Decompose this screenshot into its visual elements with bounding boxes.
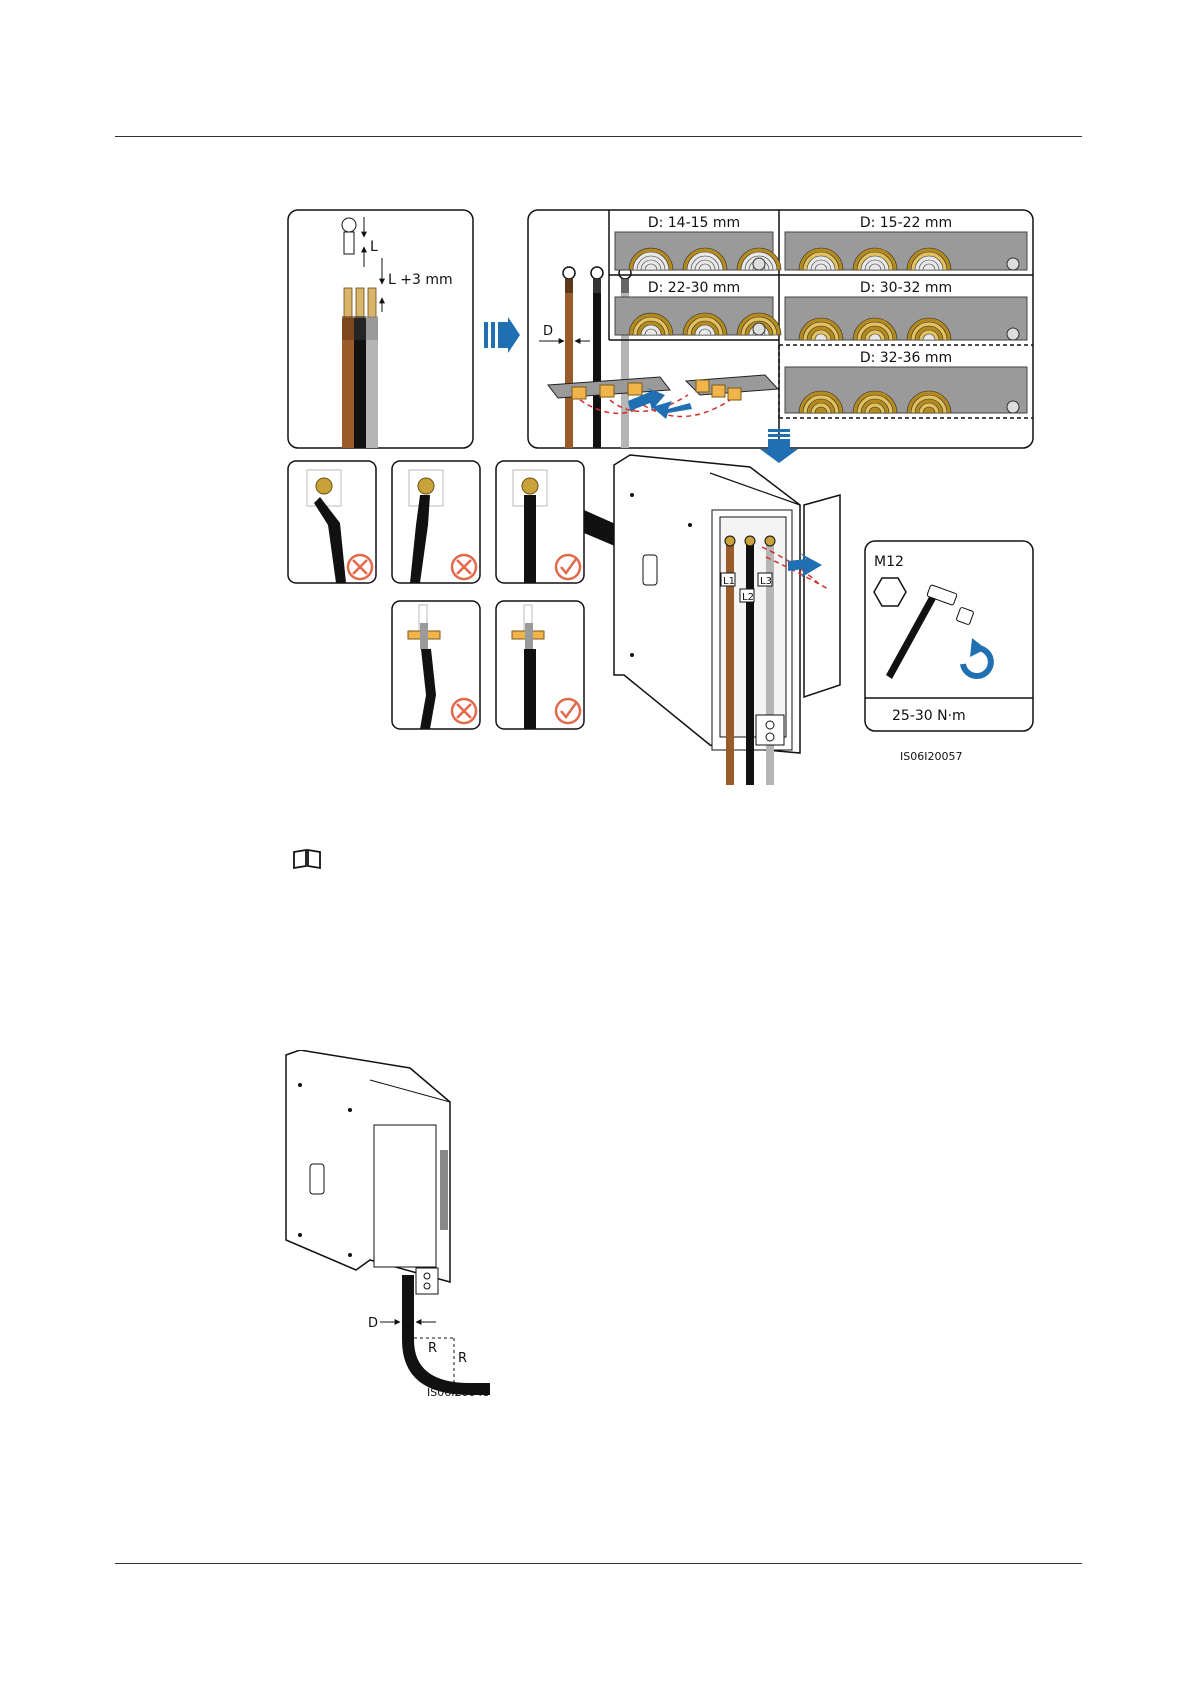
diameter-option-label: D: 30-32 mm xyxy=(860,280,952,296)
bolt-check-panel-2 xyxy=(496,601,584,729)
footer-rule xyxy=(115,1563,1082,1564)
small-cable-hole xyxy=(753,323,765,335)
lug-check-panel-2 xyxy=(392,461,480,583)
figure-code: IS06I20057 xyxy=(900,750,962,763)
hex-nut-icon xyxy=(874,578,906,606)
bend-radius-label-2: R xyxy=(458,1351,467,1366)
small-cable-hole xyxy=(1007,258,1019,270)
torque-label: 25-30 N·m xyxy=(892,708,966,724)
lug-length-label: L xyxy=(370,239,378,255)
figure-code: IS06I20048 xyxy=(427,1386,489,1399)
bend-radius-label: R xyxy=(428,1341,437,1356)
phase-label-l2: L2 xyxy=(742,592,754,603)
diameter-option-label: D: 14-15 mm xyxy=(648,215,740,231)
cable-diameter-label: D xyxy=(368,1316,378,1331)
lug-check-panel-1 xyxy=(288,461,376,583)
bolt-size-label: M12 xyxy=(874,554,904,570)
phase-label-l1: L1 xyxy=(723,576,735,587)
diameter-option-label: D: 15-22 mm xyxy=(860,215,952,231)
cable-installation-figure: L L +3 mm xyxy=(280,205,1040,785)
small-cable-hole xyxy=(753,258,765,270)
small-cable-hole xyxy=(1007,401,1019,413)
inverter-closed xyxy=(286,1050,450,1294)
inverter-open-wiring-box: L1 L2 L3 xyxy=(614,455,840,785)
lug-check-panel-3 xyxy=(496,461,584,583)
strip-length-label: L +3 mm xyxy=(388,272,453,288)
phase-label-l3: L3 xyxy=(760,576,772,587)
header-rule xyxy=(115,136,1082,137)
stripped-cables xyxy=(342,288,378,448)
bolt-check-panel-1 xyxy=(392,601,480,729)
cable-diameter-label: D xyxy=(543,324,553,339)
bend-radius-figure: D R R IS06I20048 xyxy=(280,1050,520,1400)
book-icon xyxy=(292,848,322,870)
strip-length-panel: L L +3 mm xyxy=(288,210,473,448)
diameter-option-label: D: 32-36 mm xyxy=(860,350,952,366)
small-cable-hole xyxy=(1007,328,1019,340)
diameter-option-label: D: 22-30 mm xyxy=(648,280,740,296)
torque-tool-panel: M12 25-30 N·m xyxy=(865,541,1033,731)
next-step-arrow-icon xyxy=(484,317,520,353)
bent-cable xyxy=(402,1275,490,1395)
